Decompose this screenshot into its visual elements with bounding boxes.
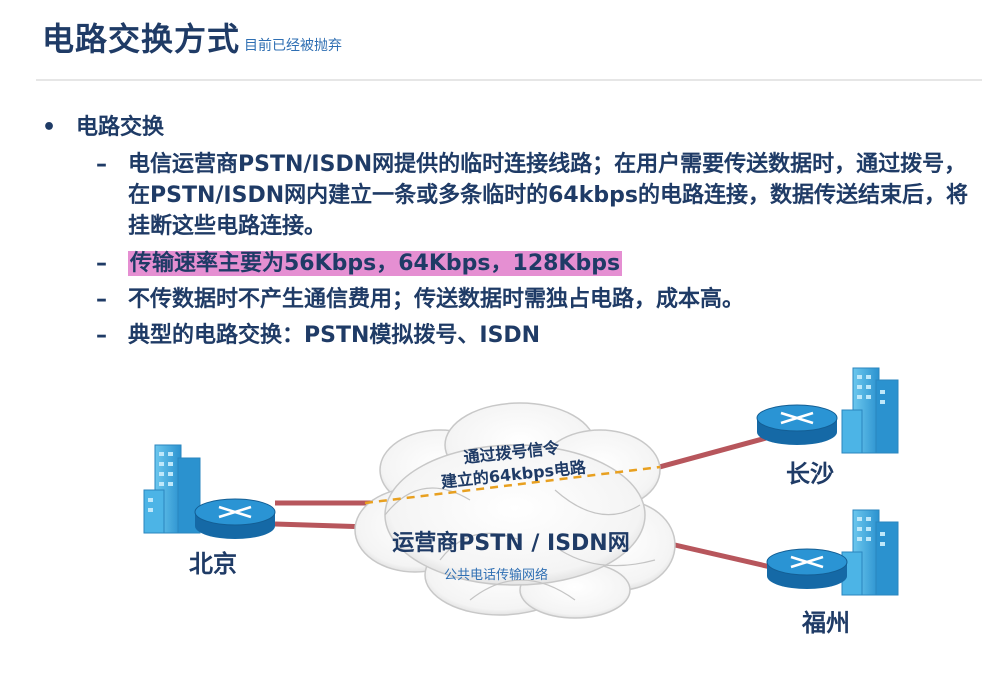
fuzhou-building-icon <box>842 510 898 595</box>
router-changsha-icon <box>757 405 837 445</box>
cloud-label: 运营商PSTN / ISDN网 <box>392 530 629 556</box>
node-label-changsha: 长沙 <box>786 460 834 488</box>
node-label-fuzhou: 福州 <box>801 609 850 637</box>
pstn-cloud <box>355 403 675 618</box>
node-label-beijing: 北京 <box>189 550 237 578</box>
changsha-building-icon <box>842 368 898 453</box>
router-fuzhou-icon <box>767 549 847 589</box>
router-beijing-icon <box>195 499 275 539</box>
cloud-sublabel: 公共电话传输网络 <box>444 567 548 583</box>
beijing-building-icon <box>144 445 200 533</box>
